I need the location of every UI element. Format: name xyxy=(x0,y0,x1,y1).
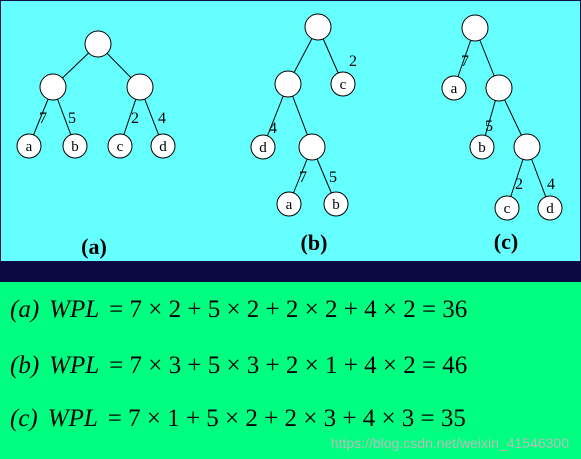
huffman-trees-svg: a b c d c d a b a b c d 7 5 2 4 2 4 7 5 … xyxy=(16,13,563,259)
wpl-label: WPL xyxy=(49,352,100,379)
tree-c-internal-node xyxy=(513,133,541,161)
formula-tag: (b) xyxy=(10,352,40,379)
tree-a-leaf-node xyxy=(107,133,133,159)
tree-b-weight-label: 7 xyxy=(299,169,307,186)
section-divider xyxy=(0,262,581,282)
tree-c-leaf-label: c xyxy=(504,201,511,217)
tree-b-weight-label: 2 xyxy=(349,53,357,70)
tree-b-root-node xyxy=(304,13,332,41)
wpl-formula-b: (b) WPL = 7 × 3 + 5 × 3 + 2 × 1 + 4 × 2 = … xyxy=(10,352,467,380)
tree-c-leaf-label: b xyxy=(478,140,486,156)
tree-b-leaf-label: a xyxy=(286,197,293,213)
formula-expression: = 7 × 3 + 5 × 3 + 2 × 1 + 4 × 2 = 46 xyxy=(109,352,468,379)
tree-a-leaf-label: a xyxy=(26,139,33,155)
formula-expression: = 7 × 2 + 5 × 2 + 2 × 2 + 4 × 2 = 36 xyxy=(109,296,468,323)
wpl-formula-a: (a) WPL = 7 × 2 + 5 × 2 + 2 × 2 + 4 × 2 = … xyxy=(10,296,467,324)
tree-a-leaf-label: b xyxy=(71,139,79,155)
tree-c-weight-label: 2 xyxy=(515,176,523,193)
formula-expression: = 7 × 1 + 5 × 2 + 2 × 3 + 4 × 3 = 35 xyxy=(107,405,466,432)
formula-tag: (a) xyxy=(10,296,40,323)
tree-b-leaf-node xyxy=(250,134,276,160)
tree-c-weight-label: 7 xyxy=(461,53,469,70)
formula-tag: (c) xyxy=(10,405,38,432)
tree-b-leaf-label: c xyxy=(340,77,347,93)
wpl-formula-panel: (a) WPL = 7 × 2 + 5 × 2 + 2 × 2 + 4 × 2 = … xyxy=(0,282,581,459)
tree-b-internal-node xyxy=(274,70,302,98)
wpl-label: WPL xyxy=(49,296,100,323)
tree-c-leaf-node xyxy=(537,195,563,221)
tree-b-weight-label: 4 xyxy=(269,120,277,137)
tree-a-caption: (a) xyxy=(81,234,107,259)
tree-a-weight-label: 7 xyxy=(39,110,47,127)
wpl-formula-c: (c) WPL = 7 × 1 + 5 × 2 + 2 × 3 + 4 × 3 = … xyxy=(10,405,466,433)
tree-c-caption: (c) xyxy=(494,229,518,254)
tree-c-leaf-label: d xyxy=(546,201,554,217)
tree-b-leaf-label: d xyxy=(259,140,267,156)
tree-b-leaf-node xyxy=(276,191,302,217)
tree-b-leaf-label: b xyxy=(332,197,340,213)
tree-b-internal-node xyxy=(298,133,326,161)
tree-c-internal-node xyxy=(485,74,513,102)
tree-a-leaf-node xyxy=(16,133,42,159)
tree-c-weight-label: 4 xyxy=(547,176,555,193)
tree-a-weight-label: 4 xyxy=(158,110,166,127)
tree-a-weight-label: 5 xyxy=(68,110,76,127)
tree-a-leaf-node xyxy=(62,133,88,159)
tree-a-leaf-label: d xyxy=(159,139,167,155)
tree-a-internal-node xyxy=(126,73,154,101)
tree-b-leaf-node xyxy=(323,191,349,217)
tree-diagram-panel: a b c d c d a b a b c d 7 5 2 4 2 4 7 5 … xyxy=(0,0,581,262)
tree-c-leaf-label: a xyxy=(451,81,458,97)
tree-b-weight-label: 5 xyxy=(329,169,337,186)
tree-c-root-node xyxy=(461,14,489,42)
tree-c-weight-label: 5 xyxy=(485,118,493,135)
tree-c-leaf-node xyxy=(441,75,467,101)
tree-a-internal-node xyxy=(39,73,67,101)
wpl-label: WPL xyxy=(47,405,98,432)
watermark-text: https://blog.csdn.net/weixin_41546300 xyxy=(330,435,569,451)
tree-c-leaf-node xyxy=(494,195,520,221)
tree-a-leaf-label: c xyxy=(117,139,124,155)
tree-b-leaf-node xyxy=(330,71,356,97)
tree-b-caption: (b) xyxy=(301,230,328,255)
tree-a-root-node xyxy=(84,30,112,58)
tree-c-leaf-node xyxy=(469,134,495,160)
tree-a-leaf-node xyxy=(150,133,176,159)
tree-a-weight-label: 2 xyxy=(131,110,139,127)
